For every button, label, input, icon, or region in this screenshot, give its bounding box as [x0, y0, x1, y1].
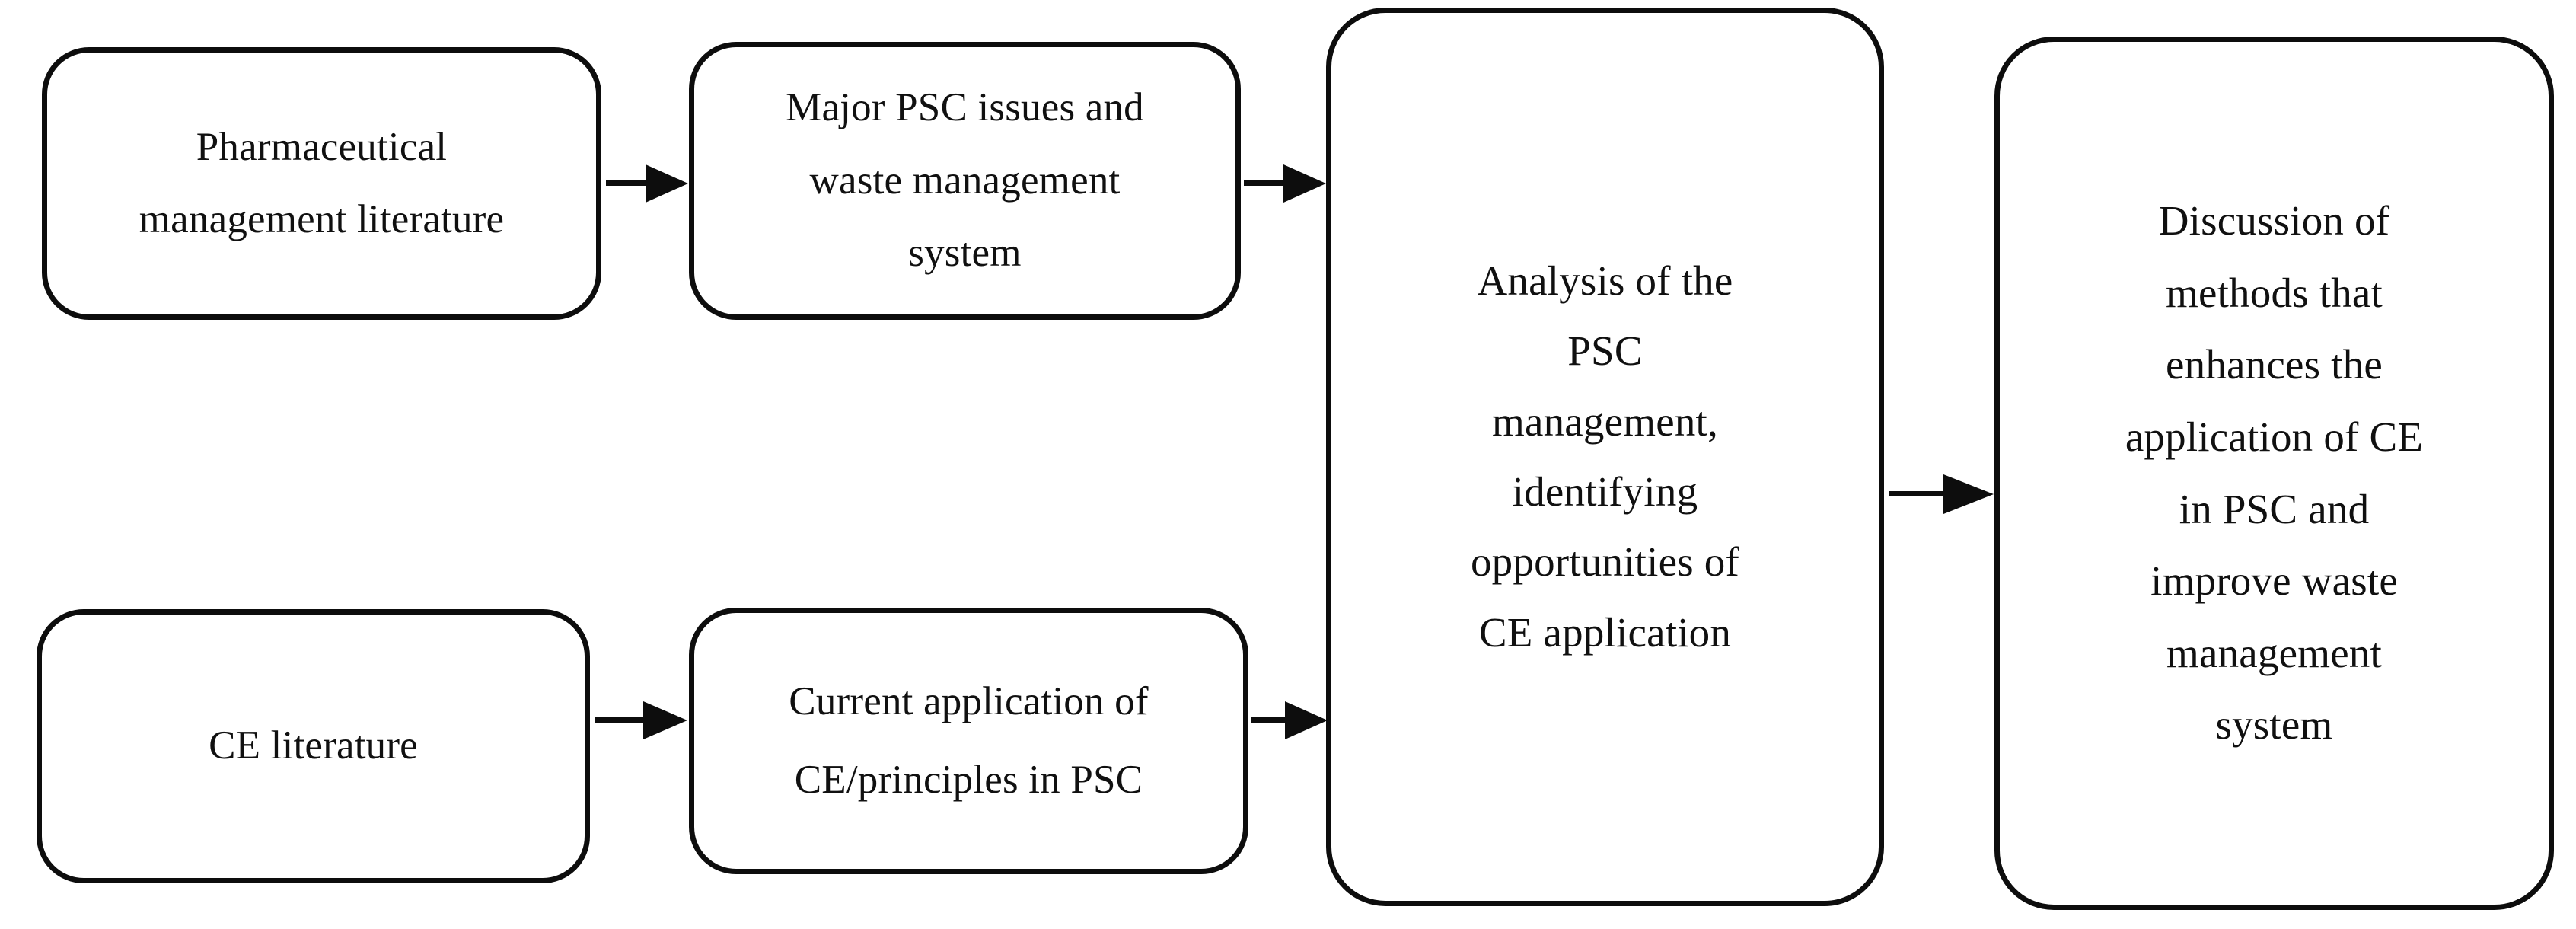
node-label: Major PSC issues and waste management sy…: [786, 85, 1144, 276]
node-current-application-of-ce-principles-in-psc[interactable]: Current application of CE/principles in …: [689, 608, 1248, 874]
node-label: Discussion of methods that enhances the …: [2125, 197, 2424, 749]
arrow-icon-ce-current-to-analysis: [1251, 697, 1331, 744]
node-discussion-of-methods[interactable]: Discussion of methods that enhances the …: [1994, 37, 2554, 910]
node-label: Pharmaceutical management literature: [139, 124, 505, 241]
node-label: Current application of CE/principles in …: [789, 678, 1149, 802]
arrow-icon-ce-lit-to-ce-current: [595, 697, 692, 744]
node-label: Analysis of the PSC management, identify…: [1470, 257, 1740, 656]
node-analysis-of-psc-management[interactable]: Analysis of the PSC management, identify…: [1326, 8, 1884, 906]
arrow-icon-pharma-lit-to-psc-issues: [606, 160, 691, 207]
arrow-icon-psc-issues-to-analysis: [1244, 160, 1329, 207]
node-pharmaceutical-management-literature[interactable]: Pharmaceutical management literature: [42, 47, 601, 320]
node-ce-literature[interactable]: CE literature: [37, 609, 590, 883]
node-major-psc-issues-and-waste-management-system[interactable]: Major PSC issues and waste management sy…: [689, 42, 1241, 320]
node-label: CE literature: [209, 723, 418, 768]
arrow-icon-analysis-to-discussion: [1889, 471, 1997, 518]
